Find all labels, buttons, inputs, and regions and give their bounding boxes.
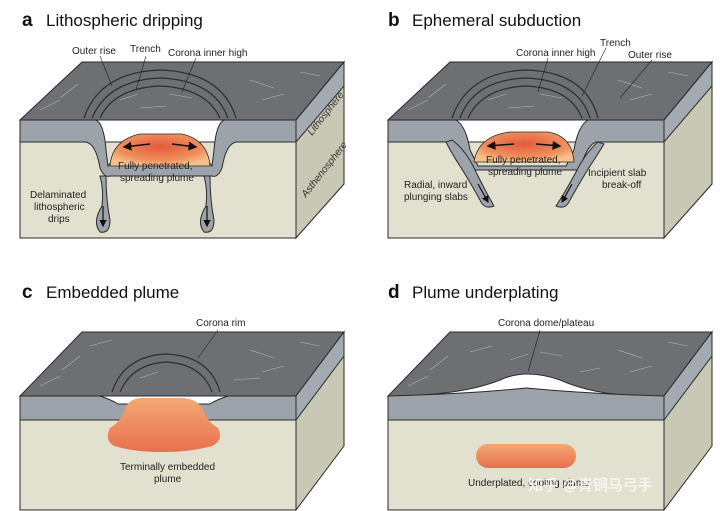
panel-letter: b <box>388 10 400 31</box>
spreading-plume <box>109 133 211 167</box>
label-plume-line-1: Fully penetrated, <box>486 155 561 166</box>
label-breakoff-line-1: Incipient slab <box>588 168 647 179</box>
leader-lines <box>537 47 653 99</box>
surface-fractures <box>39 71 321 111</box>
label-slabs-line-2: plunging slabs <box>404 192 468 203</box>
slab-arrow <box>477 183 489 204</box>
lithospheric-drip-left <box>96 175 111 233</box>
panel-a: a Lithospheric dripping <box>18 10 350 240</box>
embedded-plume <box>107 398 220 452</box>
label-corona-rim: Corona rim <box>196 318 245 329</box>
panel-d: d Plume underplating Corona dome/plateau… <box>386 282 713 511</box>
corona-rings <box>451 69 599 119</box>
label-plume-line-2: plume <box>154 474 182 485</box>
label-breakoff-line-2: break-off <box>602 180 642 191</box>
slab-arrow <box>561 183 573 204</box>
panel-letter: a <box>22 10 33 31</box>
leader-lines <box>527 329 541 373</box>
label-corona-inner-high: Corona inner high <box>516 48 596 59</box>
label-trench: Trench <box>600 38 631 49</box>
label-plume-line-1: Fully penetrated, <box>118 161 193 172</box>
flow-arrow-left <box>122 141 151 151</box>
label-outer-rise: Outer rise <box>72 46 116 57</box>
panel-c: c Embedded plume Corona rim Terminally e… <box>18 282 345 511</box>
flow-arrow-right <box>535 140 562 150</box>
label-trench: Trench <box>130 44 161 55</box>
panel-title: Ephemeral subduction <box>412 11 581 30</box>
label-drips-line-2: lithospheric <box>34 202 85 213</box>
label-corona-inner-high: Corona inner high <box>168 48 248 59</box>
panel-title: Plume underplating <box>412 283 558 302</box>
leader-lines <box>99 55 197 93</box>
flow-arrow-right <box>171 141 198 151</box>
label-plume-line-1: Underplated, cooling plume <box>468 478 590 489</box>
surface-fractures <box>407 71 689 111</box>
panel-title: Embedded plume <box>46 283 179 302</box>
leader-lines <box>197 329 219 359</box>
panel-title: Lithospheric dripping <box>46 11 203 30</box>
surface-fractures <box>39 339 321 387</box>
front-lithosphere <box>387 387 665 421</box>
label-drips-line-3: drips <box>48 214 70 225</box>
label-slabs-line-1: Radial, inward <box>404 180 467 191</box>
label-corona-dome: Corona dome/plateau <box>498 318 594 329</box>
label-outer-rise: Outer rise <box>628 50 672 61</box>
spreading-plume <box>473 131 575 163</box>
surface-fractures <box>407 341 689 387</box>
flow-arrow-left <box>486 140 515 150</box>
label-plume-line-2: spreading plume <box>488 167 562 178</box>
corona-rings <box>83 69 237 119</box>
panel-letter: c <box>22 282 33 303</box>
label-plume-line-1: Terminally embedded <box>120 462 215 473</box>
underplated-plume <box>476 444 576 468</box>
lithospheric-drip-right <box>200 175 215 233</box>
panel-letter: d <box>388 282 400 303</box>
watermark-text: 知乎 @青铜马弓手 <box>528 476 653 494</box>
label-drips-line-1: Delaminated <box>30 190 86 201</box>
corona-rings <box>111 353 221 393</box>
top-surface <box>386 331 713 397</box>
panel-b: b Ephemeral subduction Corona inn <box>386 10 714 240</box>
label-plume-line-2: spreading plume <box>120 173 194 184</box>
